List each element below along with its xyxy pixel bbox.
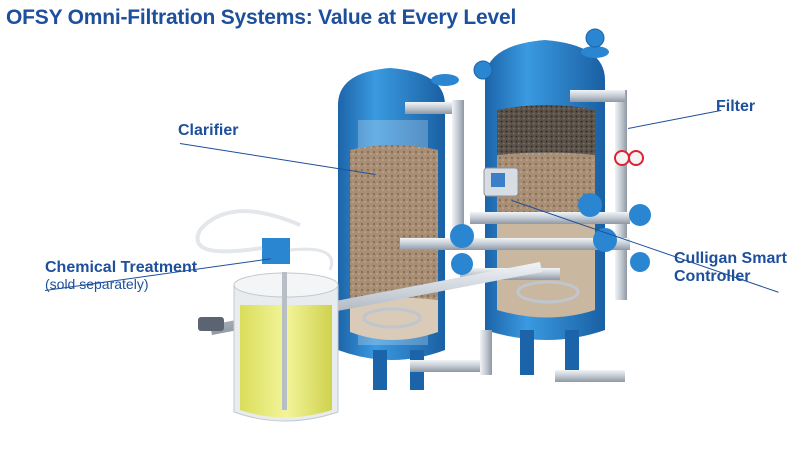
chemical-treatment-note: (sold separately) [45,276,149,292]
page-title: OFSY Omni-Filtration Systems: Value at E… [6,6,517,29]
pipework [210,28,651,382]
clarifier-tank [338,68,459,390]
controller-label-line1: Culligan Smart [674,250,787,267]
clarifier-label: Clarifier [178,122,239,139]
chemical-treatment-tank [195,209,339,422]
filter-label: Filter [716,98,756,115]
chemical-treatment-label: Chemical Treatment [45,259,198,276]
controller-label-line2: Controller [674,268,751,285]
smart-controller [483,167,519,197]
